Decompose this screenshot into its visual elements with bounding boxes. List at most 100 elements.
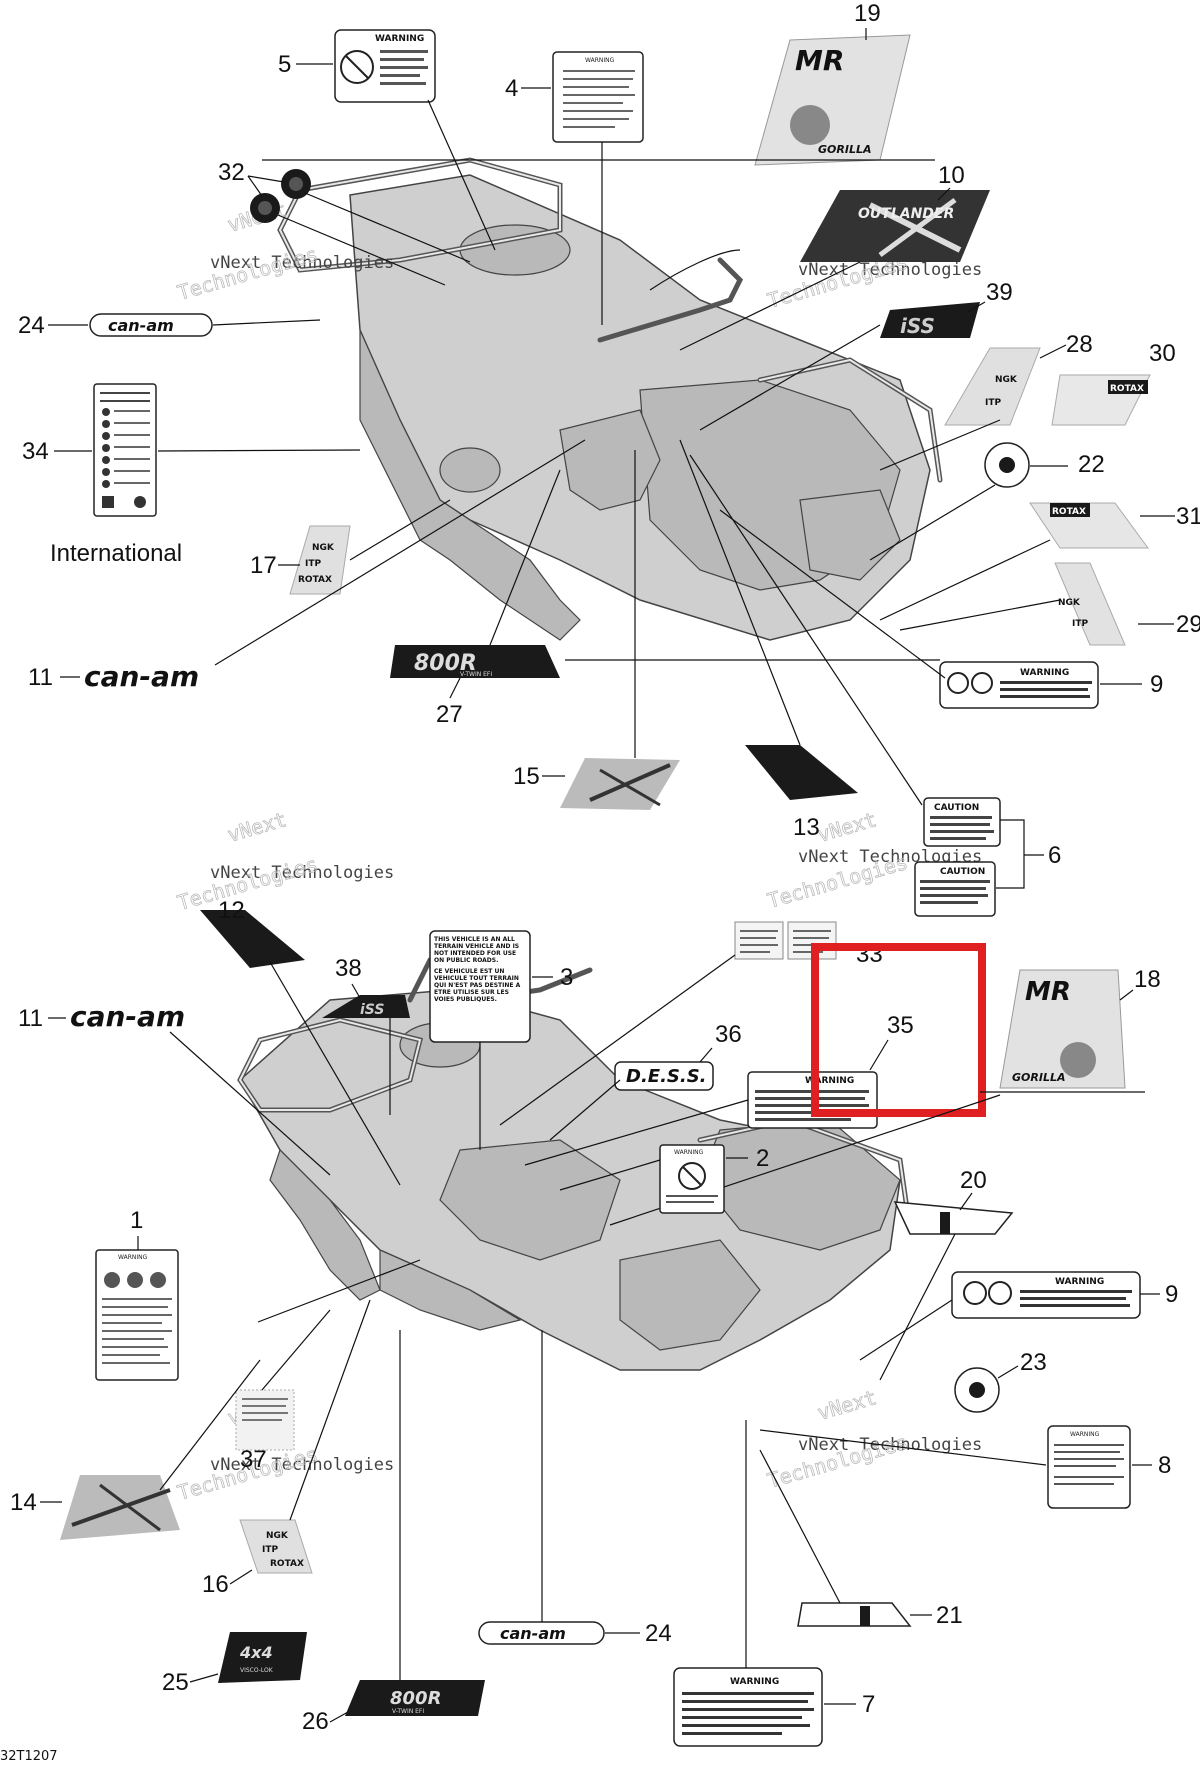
public-road-notice-en: THIS VEHICLE IS AN ALL TERRAIN VEHICLE A… [434, 936, 520, 964]
callout-31: 31 [1176, 503, 1200, 530]
decal-9-warning-top: WARNING [939, 661, 1099, 709]
decal-37 [235, 1389, 295, 1451]
warning-label: WARNING [1020, 668, 1069, 678]
mr-logo: MR [1025, 977, 1071, 1007]
warning-label: WARNING [375, 34, 424, 44]
decal-34-international [93, 383, 157, 517]
callout-9-bottom: 9 [1165, 1281, 1178, 1308]
public-road-notice-text: THIS VEHICLE IS AN ALL TERRAIN VEHICLE A… [434, 936, 526, 1003]
decal-2-warning: WARNING [659, 1144, 725, 1214]
decal-21 [797, 1602, 912, 1627]
decal-7-warning: WARNING [673, 1667, 823, 1747]
decal-25-4x4: 4x4 VISCO-LOK [218, 1632, 307, 1683]
gorilla-face-icon [1060, 1042, 1096, 1078]
callout-14: 14 [10, 1489, 37, 1516]
decal-15-outlander [560, 758, 680, 810]
outlander-logo: OUTLANDER [858, 206, 954, 222]
canam-logo: can-am [70, 1000, 185, 1033]
callout-36: 36 [715, 1021, 742, 1048]
ngk-logo: NGK [266, 1531, 289, 1541]
itp-logo: ITP [1072, 619, 1088, 629]
rotax-logo: ROTAX [1052, 507, 1086, 517]
no-passenger-icon [340, 50, 374, 84]
callout-17: 17 [250, 552, 277, 579]
callout-23: 23 [1020, 1349, 1047, 1376]
warning-label: WARNING [730, 1677, 779, 1687]
callout-20: 20 [960, 1167, 987, 1194]
decal-24-canam-top: can-am [89, 313, 213, 337]
decal-6-caution: CAUTION CAUTION [914, 797, 1001, 917]
decal-29: NGK ITP [1054, 562, 1126, 646]
canam-logo: can-am [84, 660, 199, 693]
callout-3: 3 [560, 964, 573, 991]
watermark-vnext-technologies: vNext Technologies [798, 260, 982, 280]
callout-26: 26 [302, 1708, 329, 1735]
warning-label: WARNING [1070, 1431, 1100, 1438]
rotax-logo: ROTAX [298, 575, 332, 585]
callout-34: 34 [22, 438, 49, 465]
watermark-vnext-technologies: vNext Technologies [210, 253, 394, 273]
warning-label: WARNING [585, 57, 615, 64]
decal-14-outlander [60, 1475, 180, 1540]
warning-label: WARNING [1055, 1277, 1104, 1287]
decal-26-800r: 800R V-TWIN EFI [345, 1680, 485, 1716]
callout-25: 25 [162, 1669, 189, 1696]
mr-logo: MR [795, 44, 844, 77]
decal-16: NGK ITP ROTAX [239, 1519, 313, 1574]
callout-37: 37 [240, 1446, 267, 1473]
800r-logo: 800R [414, 651, 477, 676]
gorilla-logo: GORILLA [1012, 1071, 1065, 1084]
public-road-notice-fr: CE VEHICULE EST UN VEHICULE TOUT TERRAIN… [434, 968, 521, 1003]
watermark-vnext-technologies: vNext Technologies [210, 1455, 394, 1475]
no-symbol-icon [678, 1162, 706, 1190]
watermark-vnext: vNext [815, 1385, 880, 1425]
callout-1: 1 [130, 1207, 143, 1234]
decal-20 [893, 1201, 1014, 1235]
dess-logo: D.E.S.S. [626, 1066, 707, 1087]
callout-28: 28 [1066, 331, 1093, 358]
callout-24-bottom: 24 [645, 1620, 672, 1647]
callout-8: 8 [1158, 1452, 1171, 1479]
decal-27-800r: 800R V-TWIN EFI [390, 645, 560, 678]
callout-30: 30 [1149, 340, 1176, 367]
international-label: International [50, 540, 182, 567]
callout-15: 15 [513, 763, 540, 790]
rotax-logo: ROTAX [270, 1559, 304, 1569]
vtwin-label: V-TWIN EFI [392, 1708, 424, 1715]
canam-logo: can-am [500, 1624, 566, 1643]
callout-32: 32 [218, 159, 245, 186]
decal-36-dess: D.E.S.S. [614, 1061, 714, 1091]
decal-24-canam-bottom: can-am [478, 1621, 605, 1645]
ngk-logo: NGK [1058, 598, 1081, 608]
decal-28: NGK ITP [944, 347, 1041, 426]
decal-12 [200, 910, 305, 968]
watermark-technologies: Technologies [175, 852, 321, 915]
callout-9-top: 9 [1150, 671, 1163, 698]
decal-39-iss: iSS [880, 302, 980, 338]
ngk-logo: NGK [312, 543, 335, 553]
decal-23-gauge [954, 1367, 1000, 1413]
canam-logo: can-am [108, 316, 174, 335]
callout-2: 2 [756, 1145, 769, 1172]
callout-5: 5 [278, 51, 291, 78]
watermark-vnext: vNext [815, 807, 880, 847]
decal-31-rotax: ROTAX [1029, 502, 1149, 549]
warning-label: WARNING [805, 1076, 854, 1086]
callout-4: 4 [505, 75, 518, 102]
callout-22: 22 [1078, 451, 1105, 478]
decal-4-warning: WARNING [552, 51, 644, 143]
warning-label: WARNING [118, 1254, 148, 1261]
highlight-box [811, 943, 986, 1117]
decal-33 [734, 921, 837, 960]
decal-32-rounds [250, 169, 311, 223]
ngk-logo: NGK [995, 375, 1018, 385]
callout-27: 27 [436, 701, 463, 728]
decal-19-mr-gorilla: MR GORILLA [754, 34, 911, 166]
decal-11-canam-bottom: can-am [70, 1000, 185, 1033]
callout-18: 18 [1134, 966, 1161, 993]
decal-8-warning: WARNING [1047, 1425, 1131, 1509]
decal-13 [745, 745, 858, 800]
decal-9-warning-bottom: WARNING [951, 1271, 1141, 1319]
callout-21: 21 [936, 1602, 963, 1629]
